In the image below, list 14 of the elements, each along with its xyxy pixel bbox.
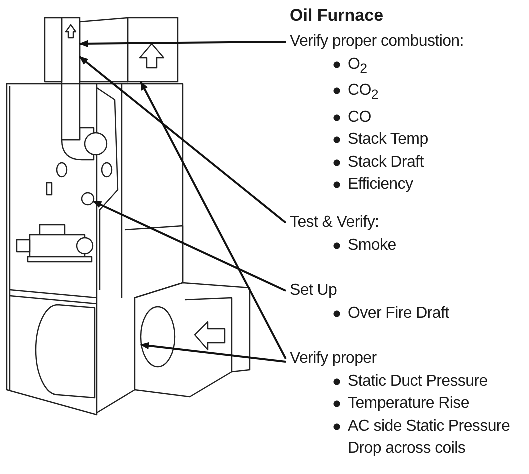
callout-heading: Test & Verify: [290,213,380,233]
observation-port [81,192,95,206]
supply-plenum [127,17,179,83]
callout-heading: Verify proper [290,349,377,369]
title: Oil Furnace [290,5,384,27]
leader-line [140,342,286,363]
leader-line [92,200,286,292]
callout-heading: Set Up [290,281,338,301]
leader-line [79,40,286,48]
return-air-opening [140,306,176,368]
leader-line [140,81,287,360]
callout-heading: Verify proper combustion: [290,32,464,52]
flue-pipe [61,17,81,141]
leader-line [79,56,287,224]
